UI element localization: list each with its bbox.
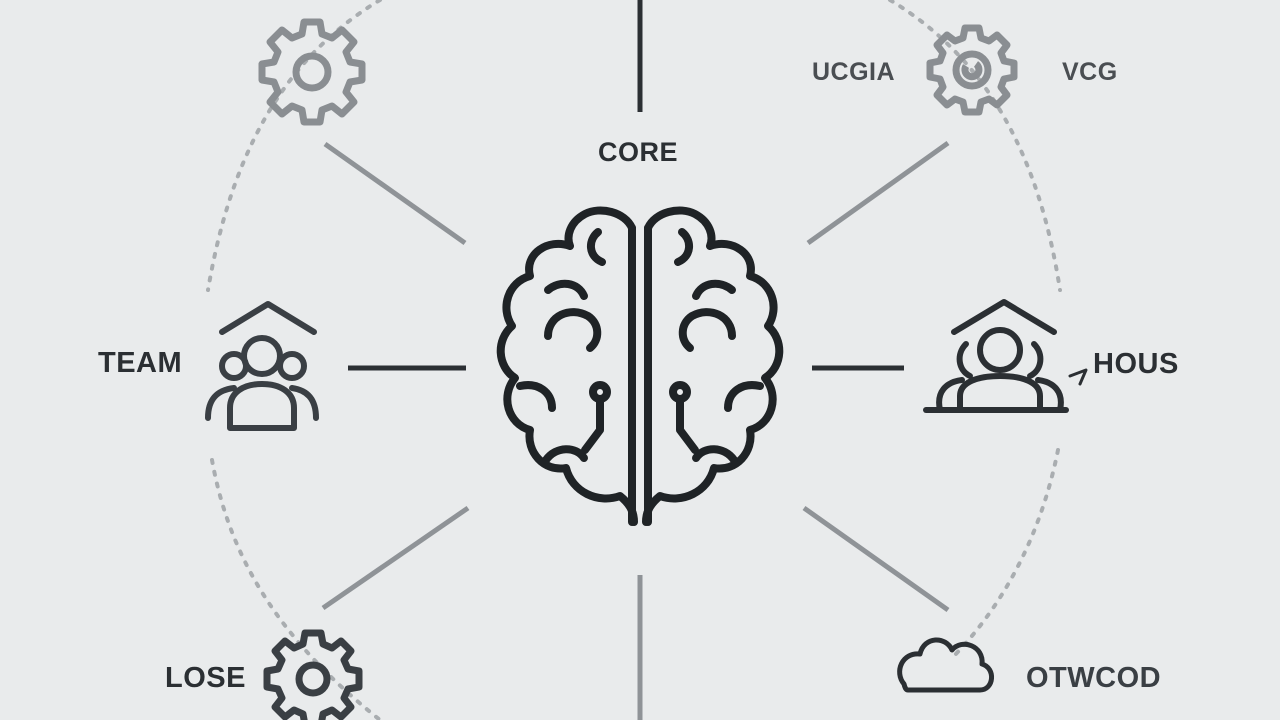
- cloud-icon: [897, 637, 994, 693]
- label-cloud: OTWCOD: [1026, 662, 1162, 694]
- label-top-left: UCGIA: [812, 58, 896, 86]
- gear-icon: [926, 24, 1018, 116]
- connector-top-right: [806, 140, 950, 246]
- label-top-right: VCG: [1062, 58, 1118, 86]
- label-core: CORE: [598, 137, 679, 167]
- connector-lines: [321, 0, 950, 720]
- connector-bottom-right: [802, 505, 950, 613]
- connector-top-left: [323, 141, 467, 246]
- gear-icon: [258, 18, 366, 126]
- house-person-icon: [923, 299, 1088, 413]
- gear-icon: [263, 629, 363, 720]
- label-house: HOUS: [1093, 348, 1179, 380]
- brain-circuit-icon: [496, 206, 784, 526]
- label-team: TEAM: [98, 347, 183, 379]
- dotted-orbit: [206, 0, 1062, 720]
- label-lose: LOSE: [165, 662, 246, 694]
- team-house-icon: [205, 301, 319, 431]
- connector-bottom-left: [321, 505, 470, 611]
